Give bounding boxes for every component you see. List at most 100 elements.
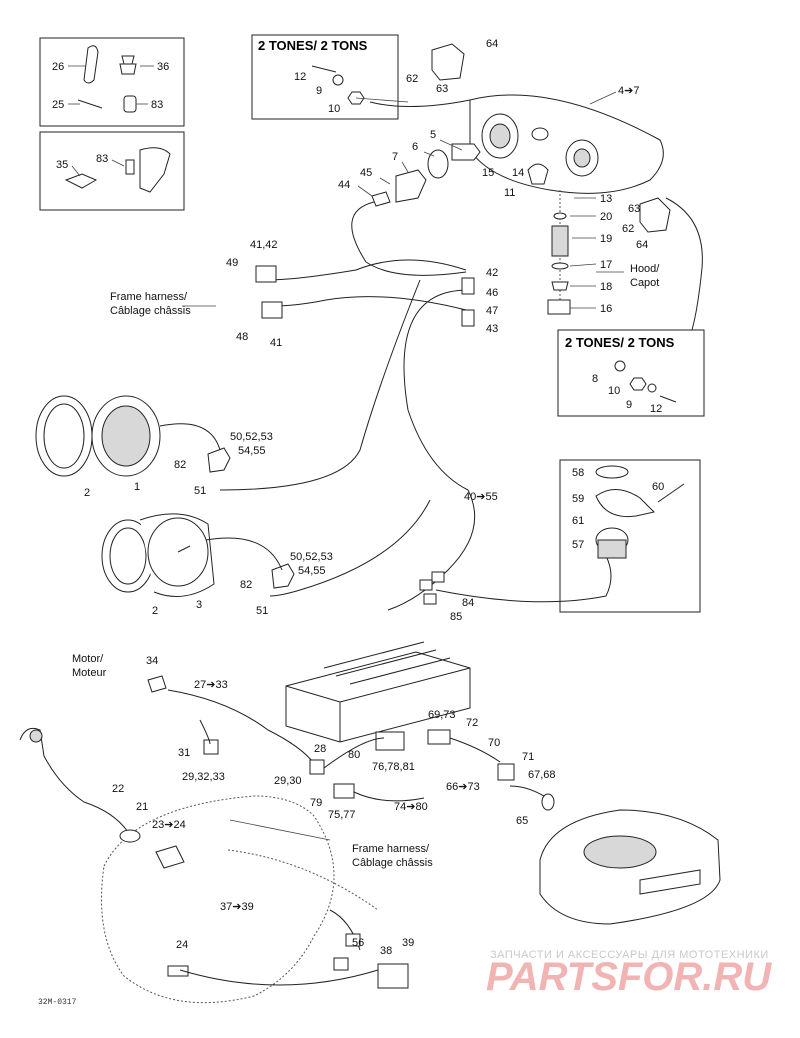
label-76-81: 76,78,81 [372, 761, 415, 773]
engine-box [285, 641, 471, 743]
label-29-33: 29,32,33 [182, 771, 225, 783]
connectors-84-85 [419, 571, 445, 605]
label-20: 20 [600, 211, 612, 223]
label-36: 36 [157, 61, 169, 73]
label-41-42: 41,42 [250, 239, 278, 251]
label-4-7: 4➔7 [618, 85, 639, 97]
label-8: 8 [592, 373, 598, 385]
label-12a: 12 [294, 71, 306, 83]
wiring-harness [219, 99, 703, 611]
label-19: 19 [600, 233, 612, 245]
label-1: 1 [134, 481, 140, 493]
label-38: 38 [380, 945, 392, 957]
label-70: 70 [488, 737, 500, 749]
gauge-tachometer [35, 395, 231, 477]
label-71: 71 [522, 751, 534, 763]
label-37-39: 37➔39 [220, 901, 254, 913]
label-22: 22 [112, 783, 124, 795]
label-46: 46 [486, 287, 498, 299]
label-85: 85 [450, 611, 462, 623]
label-2b: 2 [152, 605, 158, 617]
frame-harness-1b: Câblage châssis [110, 305, 191, 317]
label-motor-b: Moteur [72, 667, 107, 679]
label-45: 45 [360, 167, 372, 179]
label-hood-a: Hood/ [630, 263, 660, 275]
frame-harness-2a: Frame harness/ [352, 843, 430, 855]
label-59: 59 [572, 493, 584, 505]
gauge-speedometer [101, 513, 295, 597]
label-14: 14 [512, 167, 524, 179]
gas-tank [539, 809, 721, 925]
label-40-55: 40➔55 [464, 491, 498, 503]
label-63a: 63 [436, 83, 448, 95]
label-54-55a: 54,55 [238, 445, 266, 457]
label-61: 61 [572, 515, 584, 527]
label-29-30: 29,30 [274, 775, 302, 787]
label-44: 44 [338, 179, 350, 191]
leader-lines [68, 65, 624, 841]
inset-box-fasteners [39, 37, 185, 127]
label-43: 43 [486, 323, 498, 335]
label-6: 6 [412, 141, 418, 153]
watermark-tagline: ЗАПЧАСТИ И АКСЕССУАРЫ ДЛЯ МОТОТЕХНИКИ [490, 949, 769, 961]
label-64b: 64 [636, 239, 648, 251]
label-72: 72 [466, 717, 478, 729]
label-62b: 62 [622, 223, 634, 235]
motor-harness [147, 675, 555, 811]
label-24: 24 [176, 939, 188, 951]
label-50-53a: 50,52,53 [230, 431, 273, 443]
label-82b: 82 [240, 579, 252, 591]
label-80: 80 [348, 749, 360, 761]
label-7: 7 [392, 151, 398, 163]
frame-harness-2b: Câblage châssis [352, 857, 433, 869]
label-16: 16 [600, 303, 612, 315]
label-hood-b: Capot [630, 277, 659, 289]
label-3: 3 [196, 599, 202, 611]
label-63b: 63 [628, 203, 640, 215]
label-66-73: 66➔73 [446, 781, 480, 793]
label-83b: 83 [96, 153, 108, 165]
cowl-outline [19, 727, 409, 1004]
tones-box-right-title: 2 TONES/ 2 TONS [565, 335, 675, 350]
label-2a: 2 [84, 487, 90, 499]
label-5: 5 [430, 129, 436, 141]
label-9b: 9 [626, 399, 632, 411]
label-10a: 10 [328, 103, 340, 115]
label-57: 57 [572, 539, 584, 551]
watermark: ЗАПЧАСТИ И АКСЕССУАРЫ ДЛЯ МОТОТЕХНИКИ PA… [486, 949, 772, 999]
tones-box-right: 2 TONES/ 2 TONS [557, 329, 705, 417]
label-motor-a: Motor/ [72, 653, 104, 665]
label-39: 39 [402, 937, 414, 949]
label-67-68: 67,68 [528, 769, 556, 781]
label-64a: 64 [486, 38, 498, 50]
label-56: 56 [352, 937, 364, 949]
label-50-53b: 50,52,53 [290, 551, 333, 563]
part-labels: 26 36 25 83 35 83 12 9 10 64 62 63 4➔7 5… [38, 38, 664, 1007]
frame-harness-1a: Frame harness/ [110, 291, 188, 303]
label-23-24: 23➔24 [152, 819, 186, 831]
label-84: 84 [462, 597, 474, 609]
label-51b: 51 [256, 605, 268, 617]
tones-box-top: 2 TONES/ 2 TONS [251, 34, 399, 120]
label-49: 49 [226, 257, 238, 269]
tones-box-top-title: 2 TONES/ 2 TONS [258, 38, 368, 53]
label-35: 35 [56, 159, 68, 171]
label-65: 65 [516, 815, 528, 827]
label-79: 79 [310, 797, 322, 809]
label-54-55b: 54,55 [298, 565, 326, 577]
headlight-assembly [371, 43, 671, 315]
label-41: 41 [270, 337, 282, 349]
label-25: 25 [52, 99, 64, 111]
label-26: 26 [52, 61, 64, 73]
label-42: 42 [486, 267, 498, 279]
inset-box-bracket [39, 131, 185, 211]
label-31: 31 [178, 747, 190, 759]
label-18: 18 [600, 281, 612, 293]
label-21: 21 [136, 801, 148, 813]
label-15: 15 [482, 167, 494, 179]
drawing-code: 32M-0317 [38, 998, 77, 1007]
label-69-73: 69,73 [428, 709, 456, 721]
label-9a: 9 [316, 85, 322, 97]
label-51a: 51 [194, 485, 206, 497]
